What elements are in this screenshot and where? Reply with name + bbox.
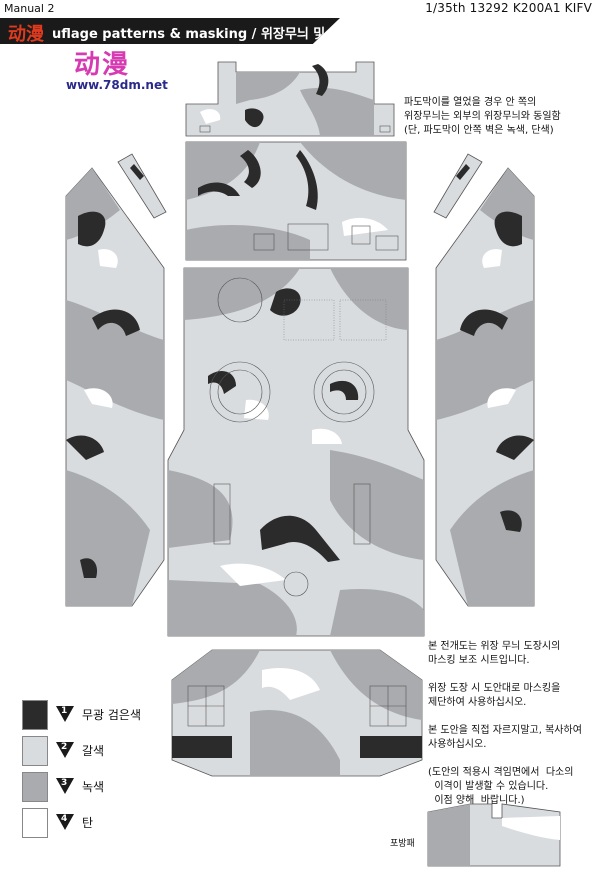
legend-item: 1 무광 검은색 (22, 700, 142, 730)
legend-number-marker: 4 (56, 814, 74, 830)
right-side-flap (433, 153, 483, 219)
hull-top-panel (167, 267, 425, 637)
legend-label: 탄 (82, 816, 94, 830)
legend-swatch (22, 700, 48, 730)
legend-label: 무광 검은색 (82, 708, 142, 722)
left-side-flap (117, 153, 167, 219)
legend-swatch (22, 736, 48, 766)
hatch-note: 파도막이를 열었을 경우 안 쪽의 위장무늬는 외부의 위장무늬와 동일함 (단… (404, 97, 561, 136)
gun-shield-label: 포방패 (390, 839, 415, 849)
watermark-url: www.78dm.net (66, 78, 168, 92)
legend-swatch (22, 772, 48, 802)
legend-label: 녹색 (82, 780, 105, 794)
legend-item: 2 갈색 (22, 736, 142, 766)
section-title-band: uflage patterns & masking / 위장무늬 및 마스킹 (0, 18, 340, 44)
legend-number-marker: 3 (56, 778, 74, 794)
upper-hull-panel (185, 141, 407, 261)
legend-number-marker: 1 (56, 706, 74, 722)
legend-item: 3 녹색 (22, 772, 142, 802)
gun-shield-piece (427, 803, 561, 867)
model-title: 1/35th 13292 K200A1 KIFV (425, 1, 592, 15)
site-watermark: 动漫 动漫 www.78dm.net (2, 14, 172, 92)
legend-label: 갈색 (82, 744, 105, 758)
left-side-panel (65, 167, 165, 607)
legend-number-marker: 2 (56, 742, 74, 758)
legend-item: 4 탄 (22, 808, 142, 838)
watermark-logo: 动漫 (8, 24, 44, 45)
header-bar: Manual 2 1/35th 13292 K200A1 KIFV (0, 0, 600, 18)
page-header: Manual 2 1/35th 13292 K200A1 KIFV uflage… (0, 0, 600, 48)
section-title: uflage patterns & masking / 위장무늬 및 마스킹 (52, 27, 366, 42)
watermark-brand: 动漫 (74, 50, 131, 80)
legend-swatch (22, 808, 48, 838)
masking-note: 본 전개도는 위장 무늬 도장시의 마스킹 보조 시트입니다. 위장 도장 시 … (428, 641, 582, 806)
manual-label: Manual 2 (4, 2, 55, 15)
right-side-panel (435, 167, 535, 607)
front-glacis-panel (171, 649, 423, 777)
rear-hull-panel (185, 61, 395, 137)
